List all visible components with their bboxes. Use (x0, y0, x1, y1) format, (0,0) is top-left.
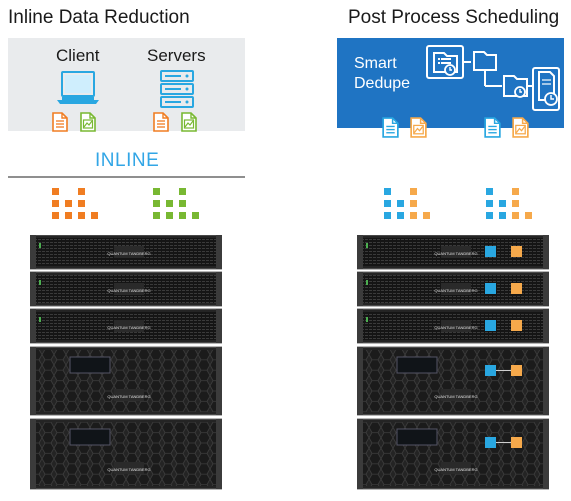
appliance-logo: QUANTUM TANDBERG (107, 394, 150, 399)
image-file-icon (80, 112, 96, 132)
appliance-logo: QUANTUM TANDBERG (107, 288, 150, 293)
document-icon (382, 117, 399, 138)
orange-data-block (511, 437, 522, 448)
orange-data-block (511, 283, 522, 294)
workflow-icon (426, 45, 560, 111)
orange-data-block (511, 365, 522, 376)
blue-data-block (485, 365, 496, 376)
blue-data-block (485, 320, 496, 331)
server-appliance: QUANTUM TANDBERG (30, 271, 222, 307)
blue-data-block (485, 283, 496, 294)
blue-data-block (485, 437, 496, 448)
appliance-logo: QUANTUM TANDBERG (107, 325, 150, 330)
blue-data-block (485, 246, 496, 257)
orange-data-block (511, 320, 522, 331)
server-appliance: QUANTUM TANDBERG (30, 235, 222, 270)
appliance-logo: QUANTUM TANDBERG (434, 325, 477, 330)
left-title: Inline Data Reduction (8, 7, 190, 28)
storage-chassis: QUANTUM TANDBERG (357, 418, 549, 490)
divider (8, 176, 245, 178)
appliance-logo: QUANTUM TANDBERG (434, 288, 477, 293)
orange-data-block (511, 246, 522, 257)
blue-orange-data-blocks (486, 188, 536, 222)
image-file-icon (512, 117, 529, 138)
green-data-blocks (153, 188, 203, 222)
appliance-logo: QUANTUM TANDBERG (434, 251, 477, 256)
right-title: Post Process Scheduling (348, 7, 560, 28)
inline-panel (8, 38, 245, 131)
document-icon (52, 112, 68, 132)
image-file-icon (181, 112, 197, 132)
server-appliance: QUANTUM TANDBERG (30, 308, 222, 344)
server-icon (160, 70, 194, 108)
appliance-logo: QUANTUM TANDBERG (434, 467, 477, 472)
storage-chassis: QUANTUM TANDBERG (30, 346, 222, 416)
smart-dedupe-label: Smart Dedupe (354, 55, 411, 92)
server-appliance: QUANTUM TANDBERG (357, 308, 549, 344)
appliance-logo: QUANTUM TANDBERG (107, 251, 150, 256)
storage-chassis: QUANTUM TANDBERG (357, 346, 549, 416)
storage-chassis: QUANTUM TANDBERG (30, 418, 222, 490)
right-appliance-stack: QUANTUM TANDBERG QUANTUM TANDBERG QUANTUM … (357, 235, 549, 491)
document-icon (484, 117, 501, 138)
servers-label: Servers (147, 46, 206, 65)
inline-label: INLINE (95, 150, 160, 171)
orange-data-blocks (52, 188, 102, 222)
document-icon (153, 112, 169, 132)
appliance-stack-graphic: QUANTUM TANDBERG QUANTUM TANDBERG QUANTUM … (30, 235, 222, 490)
server-appliance: QUANTUM TANDBERG (357, 271, 549, 307)
blue-orange-data-blocks (384, 188, 434, 222)
left-appliance-stack: QUANTUM TANDBERG QUANTUM TANDBERG QUANTUM … (30, 235, 222, 491)
laptop-icon (57, 71, 99, 104)
appliance-logo: QUANTUM TANDBERG (434, 394, 477, 399)
client-label: Client (56, 46, 100, 65)
appliance-stack-graphic: QUANTUM TANDBERG QUANTUM TANDBERG QUANTUM … (357, 235, 549, 490)
image-file-icon (410, 117, 427, 138)
server-appliance: QUANTUM TANDBERG (357, 235, 549, 270)
appliance-logo: QUANTUM TANDBERG (107, 467, 150, 472)
